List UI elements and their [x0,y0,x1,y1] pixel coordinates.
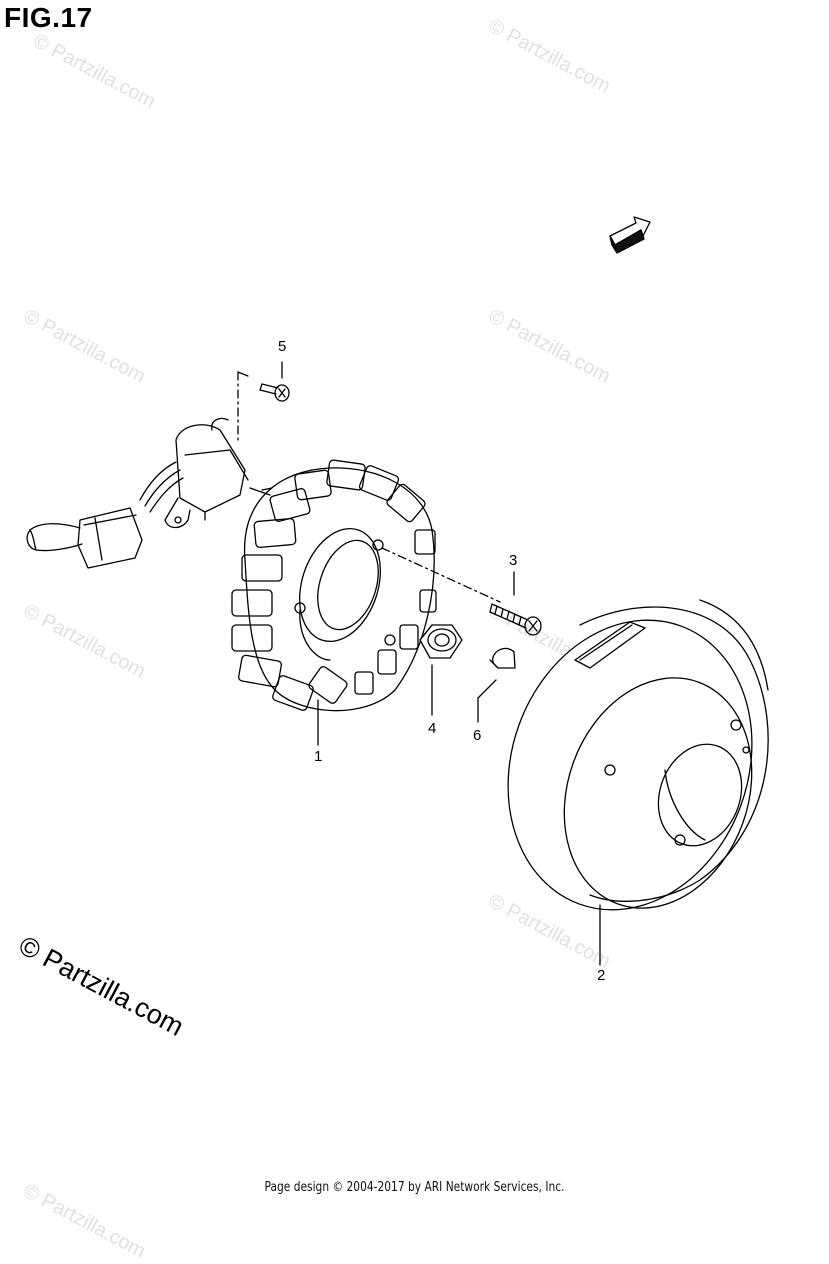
callout-5: 5 [278,338,287,355]
callout-4: 4 [428,720,437,737]
page-footer: Page design © 2004-2017 by ARI Network S… [264,1180,565,1195]
screw-part-3 [489,571,542,636]
parts-diagram [26,216,769,966]
wiring-harness [26,371,273,569]
figure-title: FIG.17 [4,2,93,33]
screw-part-5 [259,361,290,402]
callout-6: 6 [473,727,482,744]
callout-3: 3 [509,552,518,569]
stator-part-1 [231,459,501,712]
fwd-arrow-icon [609,216,651,254]
callout-2: 2 [597,967,606,984]
flywheel-part-2 [507,599,769,966]
nut-part-4 [419,624,463,716]
callout-1: 1 [314,748,323,765]
key-part-6 [477,647,516,723]
